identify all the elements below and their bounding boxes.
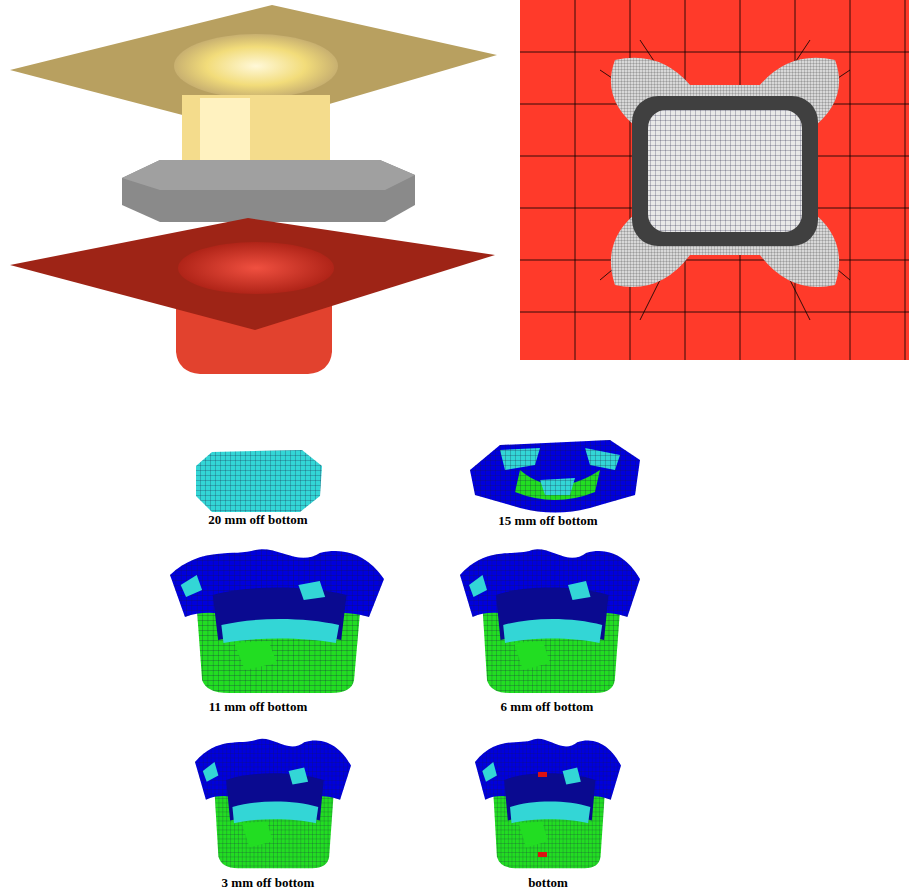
mesh-plan-view (520, 0, 909, 360)
stage-caption: 3 mm off bottom (222, 875, 315, 890)
stage-caption: bottom (528, 875, 568, 890)
flat-blank-mesh (196, 450, 322, 512)
stage-bottom (475, 739, 621, 868)
thinning-spot (538, 772, 547, 777)
die-opening (178, 242, 334, 294)
warped-mesh (470, 440, 640, 513)
binder-opening (174, 34, 338, 98)
stage-caption: 11 mm off bottom (209, 699, 308, 714)
tooling-exploded-view (10, 5, 497, 374)
blank-outline (611, 58, 839, 287)
stage-flat-blank (196, 450, 322, 512)
stage-caption: 6 mm off bottom (501, 699, 594, 714)
thinning-spot (538, 852, 547, 857)
die-plate (10, 218, 495, 330)
punch-face-mesh (648, 110, 802, 232)
blank-mesh (611, 58, 839, 287)
die-grid (520, 0, 909, 360)
stage-caption: 15 mm off bottom (498, 513, 597, 528)
stage-caption: 20 mm off bottom (208, 512, 307, 527)
blank-top (122, 160, 415, 190)
die-mesh-ground (520, 0, 909, 360)
stage-11mm (170, 549, 384, 693)
stage-6mm (460, 549, 640, 693)
warped-blank (470, 440, 640, 513)
blank-plate (122, 160, 415, 222)
punch-face (648, 110, 802, 232)
punch-wall-mesh (632, 96, 818, 246)
stage-3mm (195, 739, 351, 868)
flat-blank (196, 450, 322, 512)
stage-15mm (470, 440, 640, 513)
